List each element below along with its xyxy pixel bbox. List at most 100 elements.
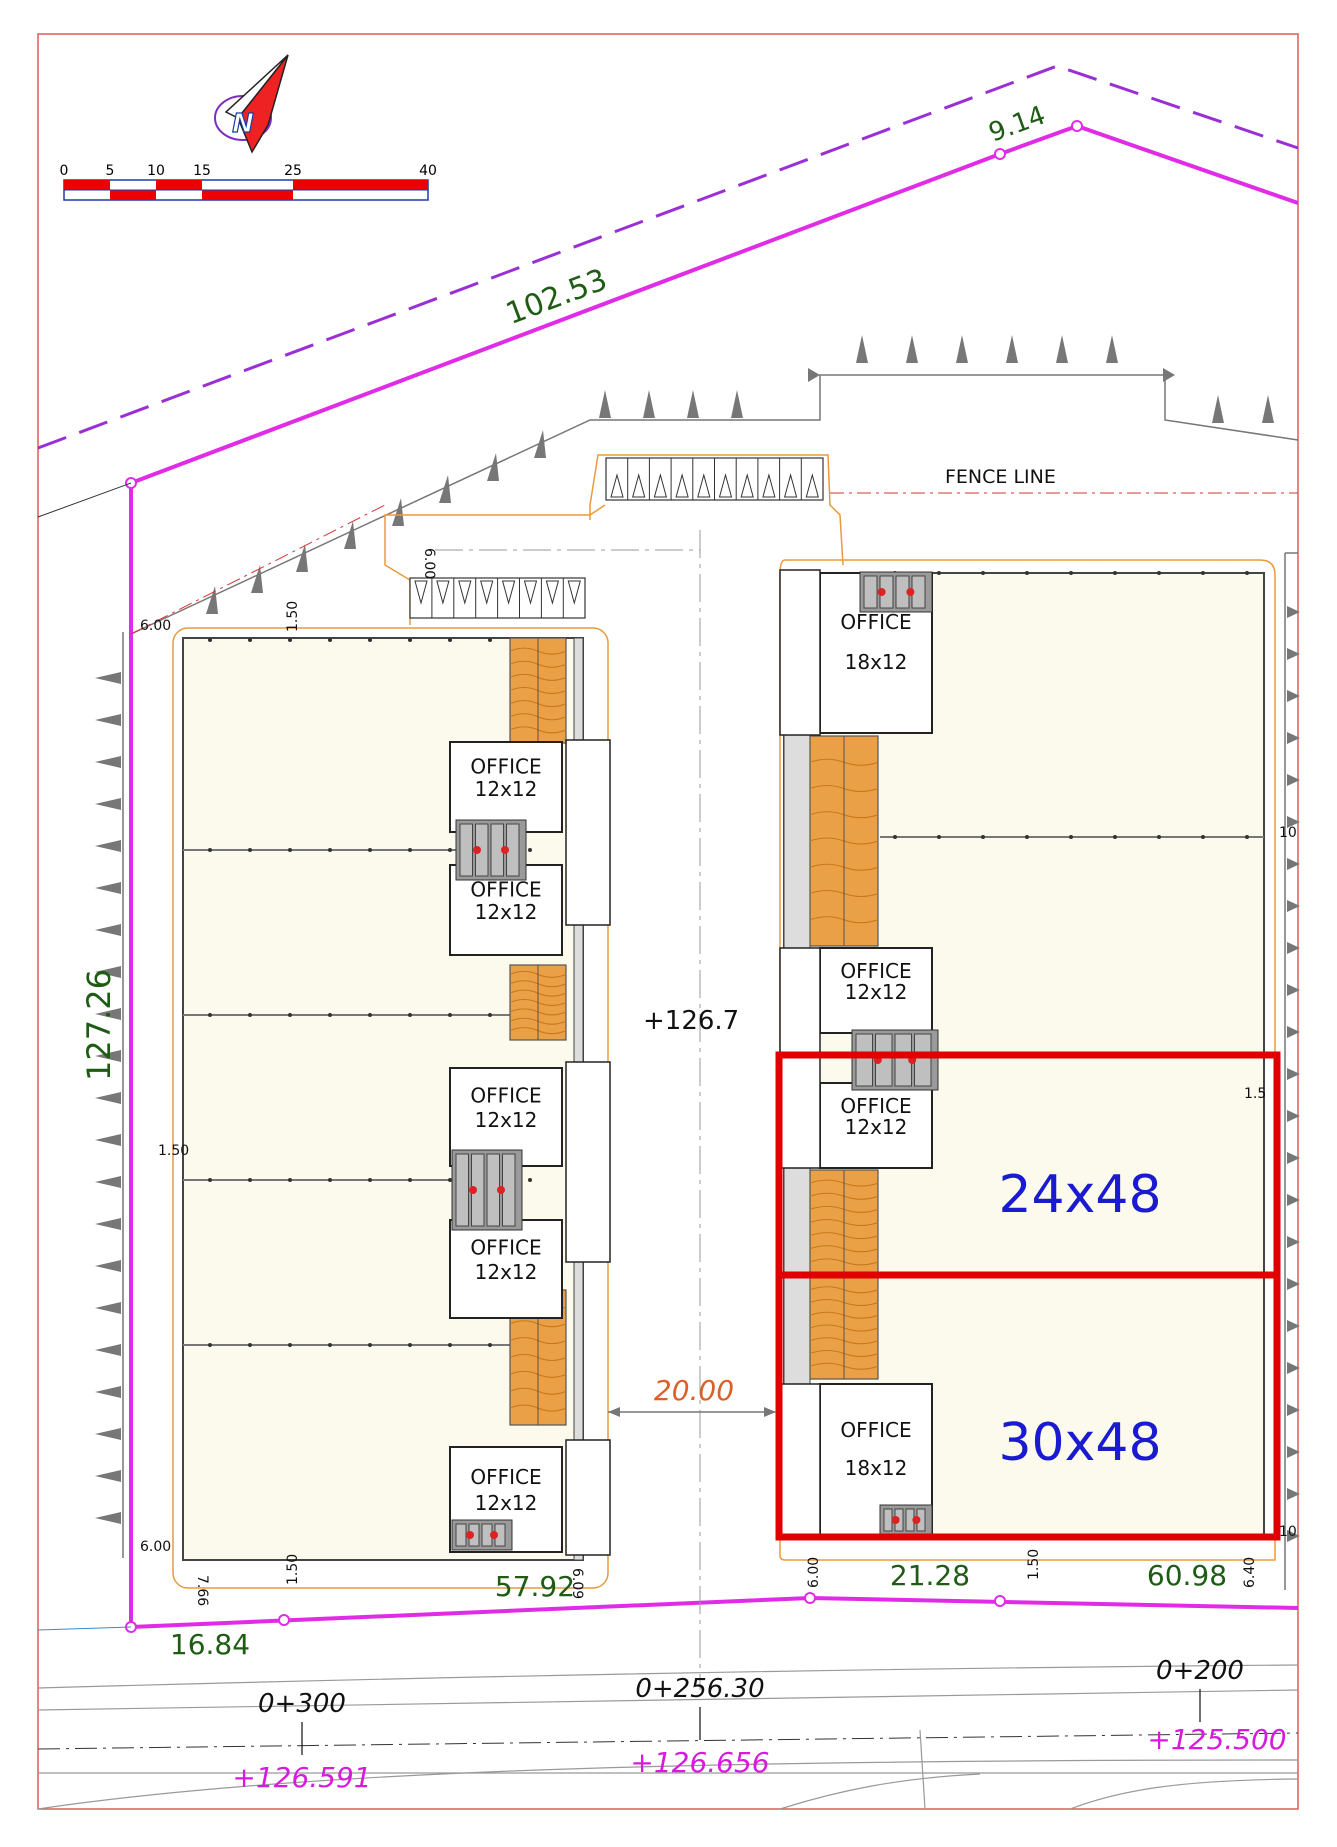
fence-post-icon	[251, 565, 263, 593]
column-marker	[248, 1343, 252, 1347]
washroom-core	[879, 1504, 933, 1536]
office-name: OFFICE	[470, 755, 541, 779]
boundary-marker-icon	[95, 882, 121, 894]
office-size: 12x12	[475, 777, 538, 801]
office-name: OFFICE	[470, 878, 541, 902]
fence-post-icon	[956, 335, 968, 363]
fence-post-icon	[344, 521, 356, 549]
column-marker	[937, 835, 941, 839]
fence-post-icon	[1163, 368, 1175, 382]
boundary-marker-icon	[1287, 690, 1300, 702]
boundary-marker-icon	[1287, 1446, 1300, 1458]
office-outline	[449, 741, 563, 833]
office-size: 12x12	[475, 900, 538, 924]
boundary-marker-icon	[95, 1470, 121, 1482]
site-boundary	[129, 123, 1299, 1629]
office-name: OFFICE	[470, 1083, 541, 1107]
column-marker	[208, 848, 212, 852]
highlighted-units: 24x48 30x48	[775, 1051, 1281, 1541]
scale-tick-15: 15	[193, 163, 211, 179]
dim-southwest: 16.84	[170, 1628, 250, 1661]
boundary-marker-icon	[1287, 1026, 1300, 1038]
washroom-core	[859, 571, 933, 613]
boundary-marker-icon	[95, 1302, 121, 1314]
column-marker	[528, 848, 532, 852]
column-marker	[1245, 835, 1249, 839]
column-marker	[208, 1343, 212, 1347]
parking-arrow-icon	[414, 580, 428, 605]
column-marker	[448, 1013, 452, 1017]
office-size: 12x12	[845, 980, 908, 1004]
station-1-level: +126.656	[630, 1746, 769, 1779]
office-outline	[819, 947, 933, 1034]
boundary-marker-icon	[1287, 858, 1300, 870]
column-marker	[368, 848, 372, 852]
boundary-marker-icon	[95, 840, 121, 852]
parking-arrow-icon	[653, 473, 668, 498]
office-size: 12x12	[845, 1115, 908, 1139]
boundary-marker-icon	[95, 924, 121, 936]
washroom-core	[455, 819, 527, 881]
boundary-marker-icon	[1287, 900, 1300, 912]
dim-south-left: 57.92	[495, 1570, 575, 1603]
column-marker	[448, 638, 452, 642]
parking-arrow-icon	[697, 473, 711, 498]
boundary-marker-icon	[95, 1260, 121, 1272]
column-marker	[368, 1013, 372, 1017]
washroom-core	[451, 1149, 523, 1231]
column-marker	[328, 848, 332, 852]
boundary-marker-icon	[95, 1050, 121, 1062]
office-name: OFFICE	[840, 1418, 911, 1442]
office-size: 12x12	[475, 1108, 538, 1132]
office-name: OFFICE	[470, 1465, 541, 1489]
unit-30x48-label: 30x48	[998, 1413, 1161, 1473]
boundary-marker-icon	[1287, 1068, 1300, 1080]
fence-post-icon	[487, 453, 499, 481]
right-stair-blocks	[809, 735, 879, 1380]
boundary-marker-icon	[1287, 774, 1300, 786]
fence-post-icon	[687, 390, 699, 418]
column-marker	[288, 848, 292, 852]
boundary-marker-icon	[1287, 1530, 1300, 1542]
setback-bottom-600: 6.00	[806, 1557, 822, 1588]
left-offices: OFFICE12x12OFFICE12x12OFFICE12x12OFFICE1…	[449, 739, 611, 1556]
scale-tick-40: 40	[419, 163, 437, 179]
parking-depth-dim: 6.00	[421, 548, 437, 579]
boundary-marker-icon	[1287, 1320, 1300, 1332]
west-edge-markers	[95, 672, 121, 1524]
boundary-marker-icon	[95, 1176, 121, 1188]
boundary-marker-icon	[95, 966, 121, 978]
station-0-chainage: 0+300	[258, 1689, 346, 1719]
station-1-chainage: 0+256.30	[635, 1674, 764, 1704]
column-marker	[408, 1343, 412, 1347]
stair-block	[809, 1169, 879, 1276]
boundary-marker-icon	[1287, 984, 1300, 996]
boundary-marker-icon	[1287, 732, 1300, 744]
scale-bar: 0 5 10 15 25 40	[60, 163, 437, 201]
boundary-marker-icon	[1287, 1110, 1300, 1122]
boundary-marker-icon	[1287, 1194, 1300, 1206]
fence-post-icon	[1006, 335, 1018, 363]
column-marker	[208, 638, 212, 642]
washroom-core	[451, 1519, 513, 1551]
fence-post-icon	[808, 368, 820, 382]
boundary-marker-icon	[95, 1218, 121, 1230]
fence-post-icon	[392, 498, 404, 526]
fence-post-icon	[1212, 395, 1224, 423]
setback-bottom-150: 1.50	[1026, 1549, 1042, 1580]
road-centerline	[37, 1732, 1299, 1750]
column-marker	[1113, 835, 1117, 839]
east-edge-markers	[1287, 606, 1300, 1542]
column-marker	[248, 1013, 252, 1017]
column-marker	[1069, 835, 1073, 839]
unit-30x48-outline	[775, 1271, 1281, 1541]
column-marker	[248, 848, 252, 852]
column-marker	[328, 1343, 332, 1347]
parking-arrow-icon	[545, 580, 560, 605]
boundary-marker-icon	[1287, 1152, 1300, 1164]
column-marker	[448, 1343, 452, 1347]
fence-post-icon	[1262, 395, 1274, 423]
setback-gap-bottom: 1.50	[285, 1554, 301, 1585]
